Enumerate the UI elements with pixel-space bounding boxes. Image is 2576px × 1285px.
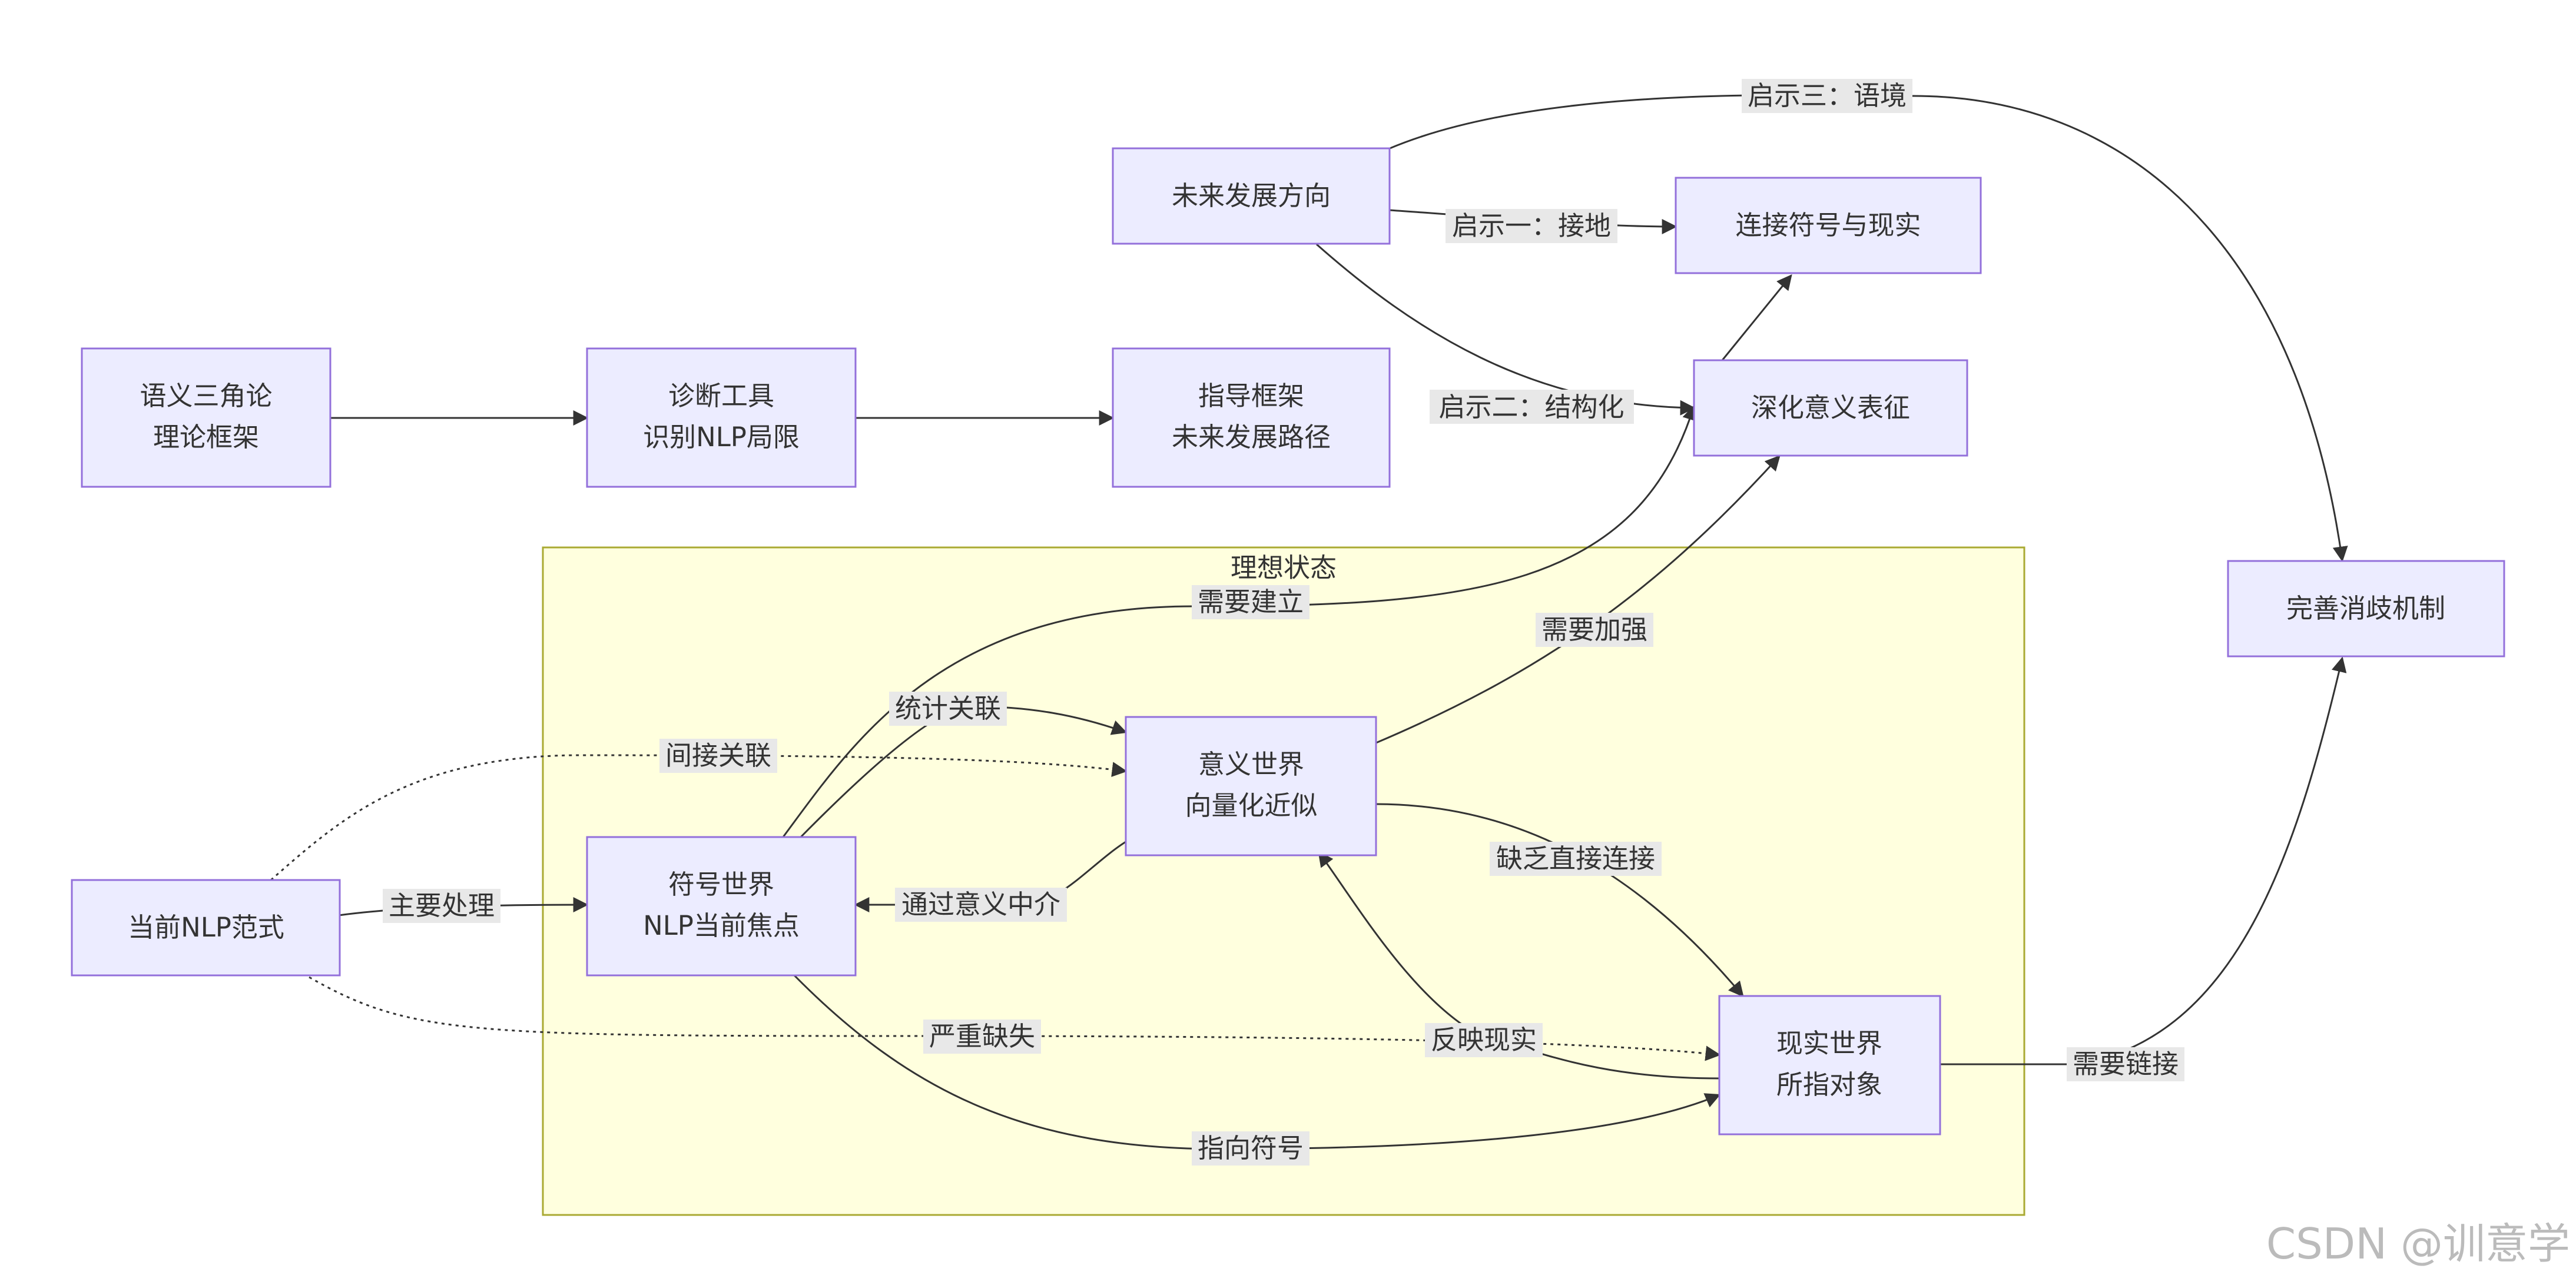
nodes-layer: 语义三角论 理论框架 诊断工具 识别NLP局限 指导框架 未来发展路径 未来发展… — [71, 147, 2505, 1135]
watermark: CSDN @训意学 — [2266, 1219, 2570, 1269]
node-diagnostic-tool[interactable]: 诊断工具 识别NLP局限 — [586, 347, 857, 488]
edge-future-to-disambiguation — [1388, 94, 2348, 562]
edge-current-to-reality-dotted — [309, 976, 1721, 1061]
node-reality-world-line1: 现实世界 — [1776, 1028, 1882, 1059]
node-current-nlp-line1: 当前NLP范式 — [128, 912, 284, 943]
node-improve-disambiguation-line1: 完善消歧机制 — [2286, 593, 2445, 624]
edge-label-insight1-text: 启示一：接地 — [1452, 210, 1611, 241]
edge-label-reflect-reality: 反映现实 — [1425, 1023, 1543, 1057]
edge-label-statistical-text: 统计关联 — [895, 693, 1001, 724]
node-guiding-framework-line2: 未来发展路径 — [1172, 421, 1331, 453]
edge-label-need-link: 需要链接 — [2067, 1047, 2184, 1081]
node-improve-disambiguation[interactable]: 完善消歧机制 — [2227, 560, 2505, 658]
edge-label-refer-symbol-text: 指向符号 — [1198, 1133, 1304, 1164]
edge-label-need-establish: 需要建立 — [1192, 585, 1309, 619]
edge-label-main-processing-text: 主要处理 — [389, 890, 495, 921]
edge-label-severe-missing: 严重缺失 — [923, 1020, 1041, 1054]
edge-label-refer-symbol: 指向符号 — [1192, 1131, 1309, 1166]
edge-label-lack-direct-text: 缺乏直接连接 — [1496, 843, 1655, 874]
edge-label-indirect-text: 间接关联 — [665, 740, 771, 771]
node-deepen-meaning-line1: 深化意义表征 — [1751, 392, 1910, 423]
node-semantic-triangle[interactable]: 语义三角论 理论框架 — [81, 347, 331, 488]
edge-label-reflect-reality-text: 反映现实 — [1431, 1024, 1537, 1055]
edge-label-main-processing: 主要处理 — [383, 889, 500, 923]
node-semantic-triangle-line2: 理论框架 — [153, 421, 259, 453]
edge-reality-to-disambiguation — [1940, 656, 2347, 1065]
node-connect-symbol-reality-line1: 连接符号与现实 — [1735, 210, 1921, 241]
node-meaning-world-line1: 意义世界 — [1198, 749, 1304, 780]
cluster-title: 理想状态 — [1231, 552, 1337, 583]
edge-label-via-meaning: 通过意义中介 — [895, 888, 1067, 922]
node-reality-world-line2: 所指对象 — [1776, 1069, 1882, 1100]
edge-label-need-establish-text: 需要建立 — [1198, 586, 1304, 617]
node-meaning-world[interactable]: 意义世界 向量化近似 — [1125, 716, 1377, 856]
edge-label-severe-missing-text: 严重缺失 — [929, 1021, 1035, 1052]
node-reality-world[interactable]: 现实世界 所指对象 — [1718, 995, 1941, 1135]
edge-label-insight3-text: 启示三：语境 — [1748, 80, 1907, 111]
node-future-direction[interactable]: 未来发展方向 — [1112, 147, 1391, 245]
edge-label-insight3: 启示三：语境 — [1742, 79, 1912, 113]
node-guiding-framework-line1: 指导框架 — [1198, 380, 1304, 411]
edge-label-need-link-text: 需要链接 — [2073, 1048, 2179, 1080]
edge-labels-layer: 启示三：语境 启示一：接地 启示二：结构化 需要建立 需要加强 统计关联 间接关… — [383, 79, 2184, 1166]
node-connect-symbol-reality[interactable]: 连接符号与现实 — [1675, 177, 1982, 274]
edge-label-insight1: 启示一：接地 — [1446, 209, 1617, 243]
node-symbol-world-line2: NLP当前焦点 — [643, 910, 800, 941]
edge-label-indirect: 间接关联 — [659, 739, 777, 773]
node-symbol-world-line1: 符号世界 — [668, 869, 774, 900]
edge-label-via-meaning-text: 通过意义中介 — [901, 889, 1060, 920]
node-diagnostic-tool-line2: 识别NLP局限 — [643, 421, 800, 453]
node-guiding-framework[interactable]: 指导框架 未来发展路径 — [1112, 347, 1391, 488]
node-meaning-world-line2: 向量化近似 — [1185, 790, 1317, 821]
edge-label-need-strengthen: 需要加强 — [1536, 613, 1653, 647]
edge-label-insight2: 启示二：结构化 — [1430, 390, 1634, 424]
node-semantic-triangle-line1: 语义三角论 — [140, 380, 272, 411]
node-symbol-world[interactable]: 符号世界 NLP当前焦点 — [586, 836, 857, 977]
node-future-direction-line1: 未来发展方向 — [1172, 180, 1331, 211]
edge-label-lack-direct: 缺乏直接连接 — [1490, 842, 1662, 876]
edge-deepen-to-connect — [1721, 274, 1792, 361]
node-current-nlp[interactable]: 当前NLP范式 — [71, 879, 341, 977]
node-diagnostic-tool-line1: 诊断工具 — [668, 380, 774, 411]
edge-label-insight2-text: 启示二：结构化 — [1438, 391, 1624, 423]
edge-label-need-strengthen-text: 需要加强 — [1541, 614, 1647, 645]
edge-label-statistical: 统计关联 — [889, 692, 1007, 726]
node-deepen-meaning[interactable]: 深化意义表征 — [1693, 359, 1968, 457]
